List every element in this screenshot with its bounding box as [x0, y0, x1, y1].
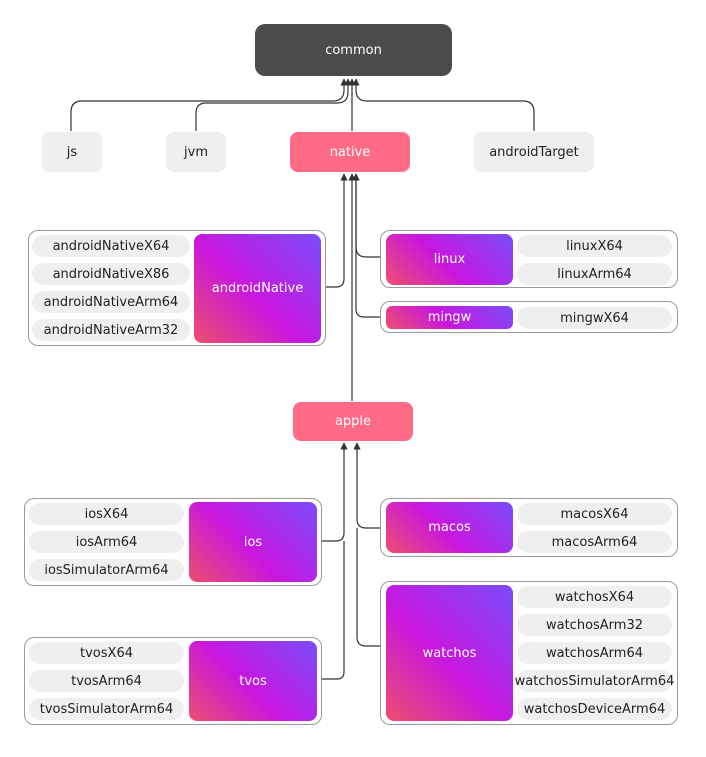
- node-js: js: [42, 132, 102, 172]
- node-mingw: mingw: [386, 306, 513, 329]
- target-pill: linuxArm64: [517, 263, 672, 285]
- target-pill: androidNativeX86: [32, 263, 190, 285]
- target-pill: watchosArm64: [517, 642, 672, 664]
- edge-ios-apple: [322, 442, 348, 542]
- group-watchos: watchos watchosX64 watchosArm32 watchosA…: [380, 581, 678, 725]
- node-ios: ios: [189, 502, 317, 582]
- edge-tvos-apple: [322, 541, 345, 680]
- target-pill: mingwX64: [517, 307, 672, 329]
- node-tvos: tvos: [189, 641, 317, 721]
- node-macos: macos: [386, 502, 513, 553]
- target-pill: watchosArm32: [517, 614, 672, 636]
- target-pill: androidNativeArm32: [32, 319, 190, 341]
- group-tvos: tvosX64 tvosArm64 tvosSimulatorArm64 tvo…: [24, 637, 322, 725]
- group-linux: linux linuxX64 linuxArm64: [380, 230, 678, 288]
- group-mingw: mingw mingwX64: [380, 301, 678, 333]
- group-androidnative: androidNativeX64 androidNativeX86 androi…: [28, 230, 326, 346]
- target-pill: iosSimulatorArm64: [29, 559, 184, 581]
- node-androidnative: androidNative: [194, 234, 321, 343]
- node-watchos: watchos: [386, 585, 513, 721]
- group-macos: macos macosX64 macosArm64: [380, 498, 678, 557]
- target-pill: watchosX64: [517, 586, 672, 608]
- edge-watchos-apple: [356, 528, 380, 647]
- node-linux: linux: [386, 234, 513, 285]
- edge-linux-native: [352, 173, 380, 258]
- node-apple: apple: [293, 402, 413, 441]
- target-pill: androidNativeX64: [32, 235, 190, 257]
- target-pill: tvosArm64: [29, 670, 184, 692]
- node-common: common: [255, 24, 452, 76]
- target-pill: macosArm64: [517, 531, 672, 553]
- target-pill: androidNativeArm64: [32, 291, 190, 313]
- edge-mingw-native: [355, 292, 380, 318]
- target-pill: iosArm64: [29, 531, 184, 553]
- node-androidtarget: androidTarget: [474, 132, 594, 172]
- edge-js-common: [70, 78, 348, 131]
- node-jvm: jvm: [166, 132, 226, 172]
- target-pill: macosX64: [517, 503, 672, 525]
- target-pill: iosX64: [29, 503, 184, 525]
- target-pill: tvosSimulatorArm64: [29, 698, 184, 720]
- edge-jvm-common: [195, 78, 352, 131]
- target-pill: watchosSimulatorArm64: [515, 670, 674, 692]
- edge-macos-apple: [353, 442, 380, 529]
- target-pill: linuxX64: [517, 235, 672, 257]
- node-native: native: [290, 132, 410, 172]
- edge-androidnative-native: [326, 173, 348, 288]
- group-ios: iosX64 iosArm64 iosSimulatorArm64 ios: [24, 498, 322, 586]
- edge-androidtarget-common: [352, 78, 535, 131]
- target-pill: watchosDeviceArm64: [517, 698, 672, 720]
- target-pill: tvosX64: [29, 642, 184, 664]
